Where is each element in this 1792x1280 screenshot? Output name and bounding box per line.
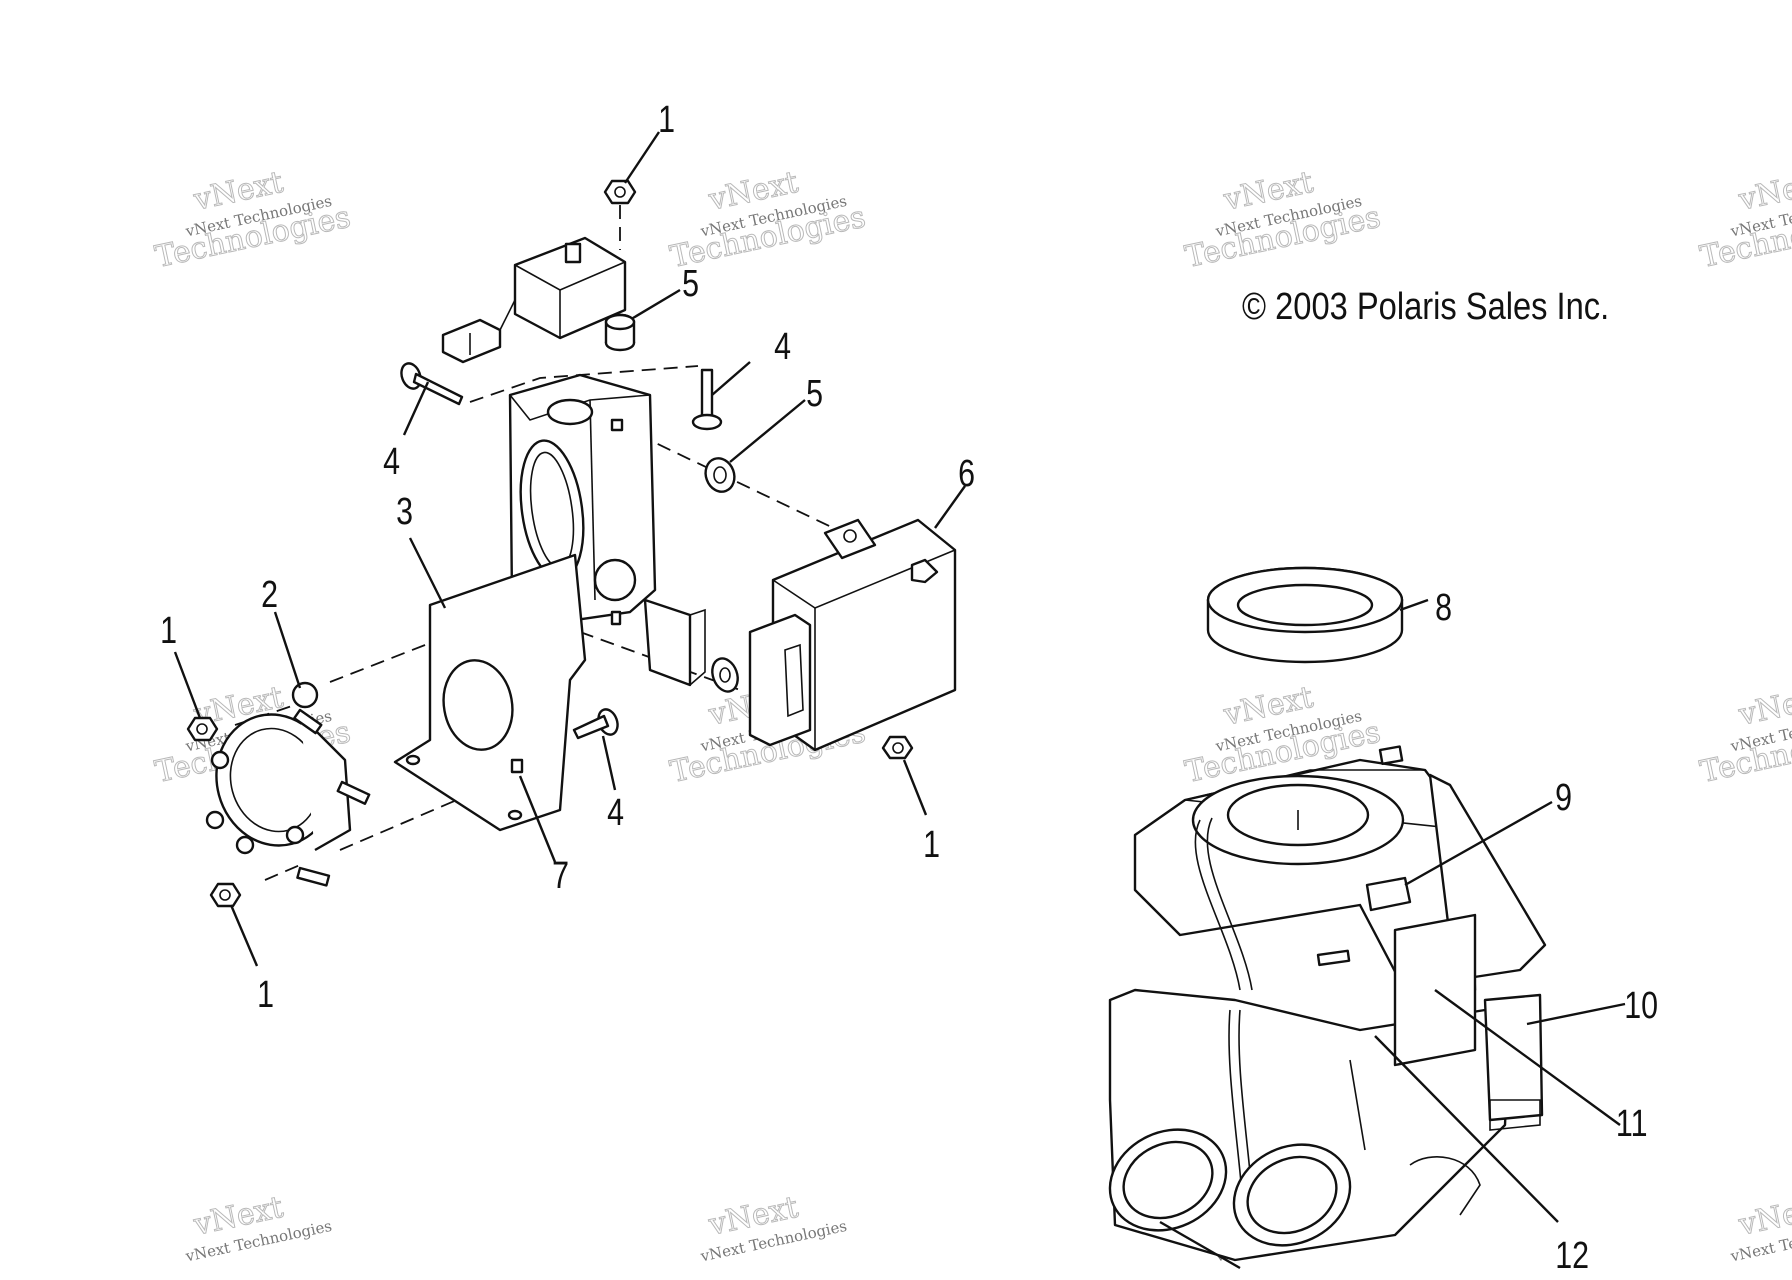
cdi-module [748, 518, 957, 752]
callout-1-top: 1 [658, 99, 675, 141]
copyright-text: © 2003 Polaris Sales Inc. [1242, 285, 1609, 328]
solenoid-relay [441, 236, 627, 364]
svg-text:vNext: vNext [1735, 680, 1792, 733]
callout-4-left: 4 [383, 441, 400, 483]
washer-right [704, 457, 736, 493]
watermark: vNext vNext Technologies Technologies [667, 164, 869, 275]
callout-6: 6 [958, 453, 975, 495]
callout-11: 11 [1616, 1103, 1648, 1145]
callout-3: 3 [396, 491, 413, 533]
nut-top [603, 179, 637, 205]
watermark: vNext vNext Technologies Technologies [152, 164, 354, 275]
grommet-top [604, 313, 636, 352]
bolt-left [400, 362, 464, 406]
airbox [1108, 745, 1547, 1262]
callout-5-top: 5 [682, 263, 699, 305]
watermark: vNext vNext Technologies Technologies [1697, 164, 1792, 275]
seal-ring [1206, 566, 1404, 664]
callout-1-left: 1 [160, 610, 177, 652]
washer-lower [711, 657, 739, 693]
callout-10: 10 [1624, 985, 1658, 1027]
callouts: 1 5 4 5 4 6 3 2 1 4 1 7 1 8 9 10 11 12 [160, 99, 1658, 1277]
callout-9: 9 [1555, 777, 1572, 819]
callout-7: 7 [552, 855, 569, 897]
watermark: vNext vNext Technologies [1728, 1189, 1792, 1265]
fuel-pump [205, 681, 371, 887]
callout-12: 12 [1555, 1235, 1589, 1277]
nut-right [881, 735, 914, 760]
callout-2: 2 [261, 574, 278, 616]
callout-1-right: 1 [923, 824, 940, 866]
callout-8: 8 [1435, 587, 1452, 629]
mounting-bracket [393, 373, 706, 832]
watermark: vNext vNext Technologies [698, 1189, 848, 1265]
bolt-upright [691, 368, 723, 431]
callout-4-bottom: 4 [607, 792, 624, 834]
callout-5-right: 5 [806, 373, 823, 415]
watermark: vNext vNext Technologies Technologies [1697, 679, 1792, 790]
svg-text:vNext: vNext [1735, 165, 1792, 218]
callout-4-right: 4 [774, 326, 791, 368]
leader-lines [173, 131, 1626, 1270]
bolt-lower [572, 708, 619, 740]
watermark: vNext vNext Technologies [183, 1189, 333, 1265]
svg-text:vNext: vNext [1735, 1190, 1792, 1243]
nut-left [186, 716, 219, 742]
watermark: vNext vNext Technologies Technologies [1182, 164, 1384, 275]
nut-bottom [209, 882, 242, 908]
callout-1-bottom: 1 [257, 974, 274, 1016]
